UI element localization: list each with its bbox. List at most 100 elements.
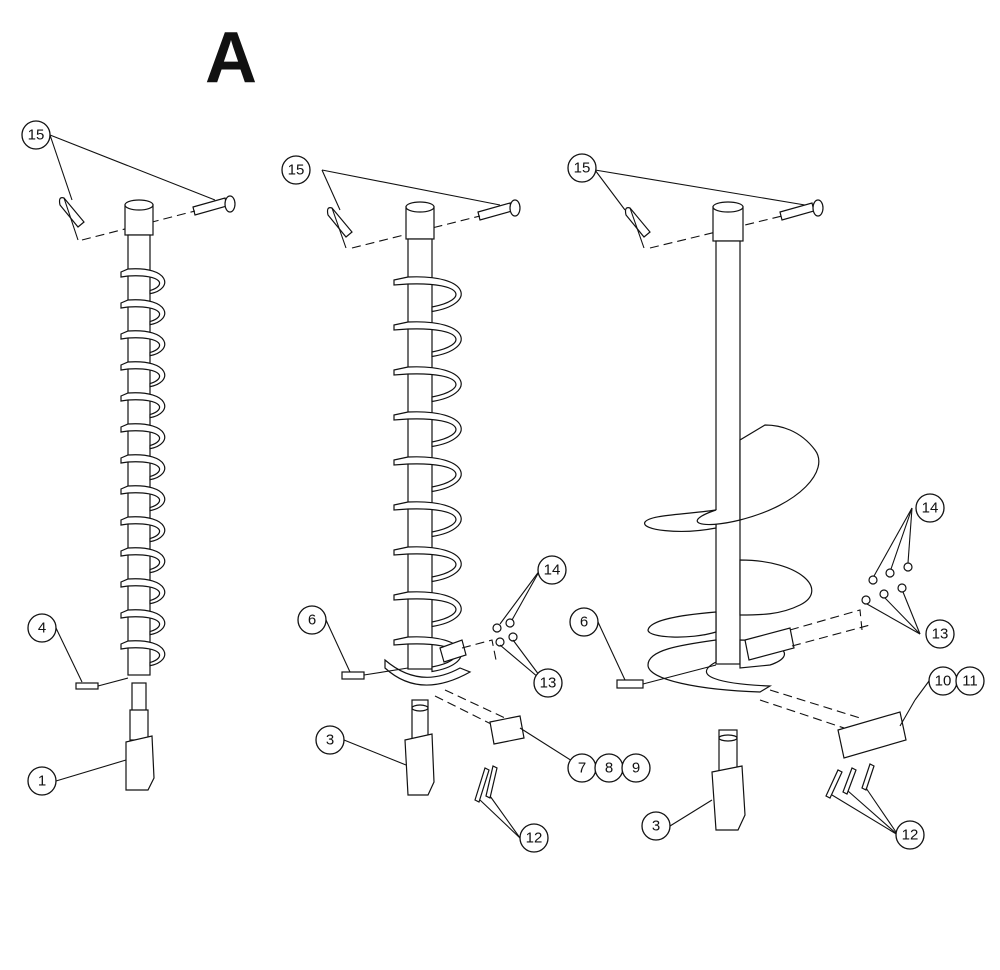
flight-turn (393, 501, 462, 538)
pilot-bit (404, 733, 435, 796)
flight-turn (393, 546, 462, 583)
leader-15c-pin (594, 169, 806, 206)
hitch-pin (192, 195, 236, 216)
hairpin-clip (58, 197, 85, 241)
flight-turn (120, 299, 166, 326)
flight-turn (393, 591, 462, 628)
leader-15b-pin (321, 169, 501, 206)
flight-turn (393, 366, 462, 403)
flight-turn (120, 578, 166, 605)
flight-turn (120, 640, 166, 667)
flight-turn (120, 268, 166, 295)
callout-3a: 3 (315, 725, 407, 766)
callout-10-11: 10 11 (914, 666, 985, 701)
pin-6 (616, 679, 644, 689)
svg-text:15: 15 (288, 162, 305, 179)
flight-middle (739, 559, 813, 616)
callout-6b: 6 (569, 607, 626, 681)
flight-turn (120, 454, 166, 481)
callout-1: 1 (27, 759, 127, 796)
callout-14b: 14 (915, 493, 945, 523)
svg-text:15: 15 (28, 127, 45, 144)
diagram-title: A (205, 18, 257, 98)
callout-7-8-9: 7 8 9 (567, 753, 651, 783)
svg-text:8: 8 (605, 760, 613, 777)
pilot-bit (125, 735, 155, 791)
callout-15c: 15 (567, 153, 597, 183)
svg-text:12: 12 (902, 827, 919, 844)
hairpin-clip (326, 207, 353, 249)
cutting-tooth (489, 715, 525, 745)
shaft-collar (712, 206, 744, 242)
hitch-pin (477, 199, 521, 221)
svg-text:7: 7 (578, 760, 586, 777)
tooth-bracket (439, 639, 467, 663)
svg-text:4: 4 (38, 620, 46, 637)
svg-text:6: 6 (308, 612, 316, 629)
pin-axis-dash (351, 215, 481, 249)
shaft-collar (405, 206, 435, 240)
flight-turn (120, 392, 166, 419)
auger-large (594, 169, 921, 836)
flight-turn (393, 276, 462, 313)
callout-4: 4 (27, 613, 83, 683)
pin-axis-dash (649, 215, 783, 249)
flight-turn (393, 636, 462, 673)
flight-turn (393, 321, 462, 358)
svg-text:11: 11 (962, 673, 978, 690)
leader-15b-clip (321, 169, 341, 211)
svg-text:15: 15 (574, 160, 591, 177)
flighting (393, 276, 462, 673)
tooth-bracket (744, 627, 795, 661)
pilot-bit (711, 765, 746, 831)
shaft (715, 240, 741, 665)
hex-nuts (492, 618, 518, 647)
bolts (825, 763, 875, 799)
svg-text:14: 14 (922, 500, 939, 517)
leader-15a-pin (49, 134, 73, 201)
leader-14b (873, 507, 913, 577)
callout-13a: 13 (533, 668, 563, 698)
flight-turn (120, 547, 166, 574)
svg-text:10: 10 (935, 673, 952, 690)
flight-turn (393, 411, 462, 448)
pin-4 (75, 682, 99, 690)
svg-text:3: 3 (652, 818, 660, 835)
flighting (120, 268, 166, 667)
callout-15b: 15 (281, 155, 311, 185)
bolts (474, 765, 498, 803)
hitch-pin (779, 199, 824, 221)
leader-13b (866, 603, 921, 635)
callout-6a: 6 (297, 605, 351, 673)
flight-turn (120, 485, 166, 512)
svg-text:9: 9 (632, 760, 640, 777)
flight-turn (120, 516, 166, 543)
flight-turn (120, 609, 166, 636)
svg-text:13: 13 (540, 675, 557, 692)
leader-15a-clip (49, 134, 216, 201)
flight-turn (393, 456, 462, 493)
svg-text:14: 14 (544, 562, 561, 579)
callout-13b: 13 (925, 619, 955, 649)
leader-15c-clip (594, 169, 626, 211)
callout-3b: 3 (641, 799, 713, 841)
svg-text:6: 6 (580, 614, 588, 631)
callout-12b: 12 (895, 820, 925, 850)
callout-14a: 14 (537, 555, 567, 585)
callout-15a: 15 (21, 120, 51, 150)
hex-nuts (861, 562, 913, 605)
svg-text:1: 1 (38, 773, 46, 790)
svg-text:3: 3 (326, 732, 334, 749)
auger-medium (321, 169, 581, 839)
svg-text:12: 12 (526, 830, 543, 847)
flight-turn (120, 330, 166, 357)
svg-text:13: 13 (932, 626, 949, 643)
flight-turn (120, 423, 166, 450)
hairpin-clip (624, 207, 651, 249)
shaft (407, 238, 433, 670)
auger-small (49, 134, 236, 791)
pin-6 (341, 671, 365, 680)
leader-14a (499, 569, 541, 625)
bottom-flight (384, 658, 472, 686)
